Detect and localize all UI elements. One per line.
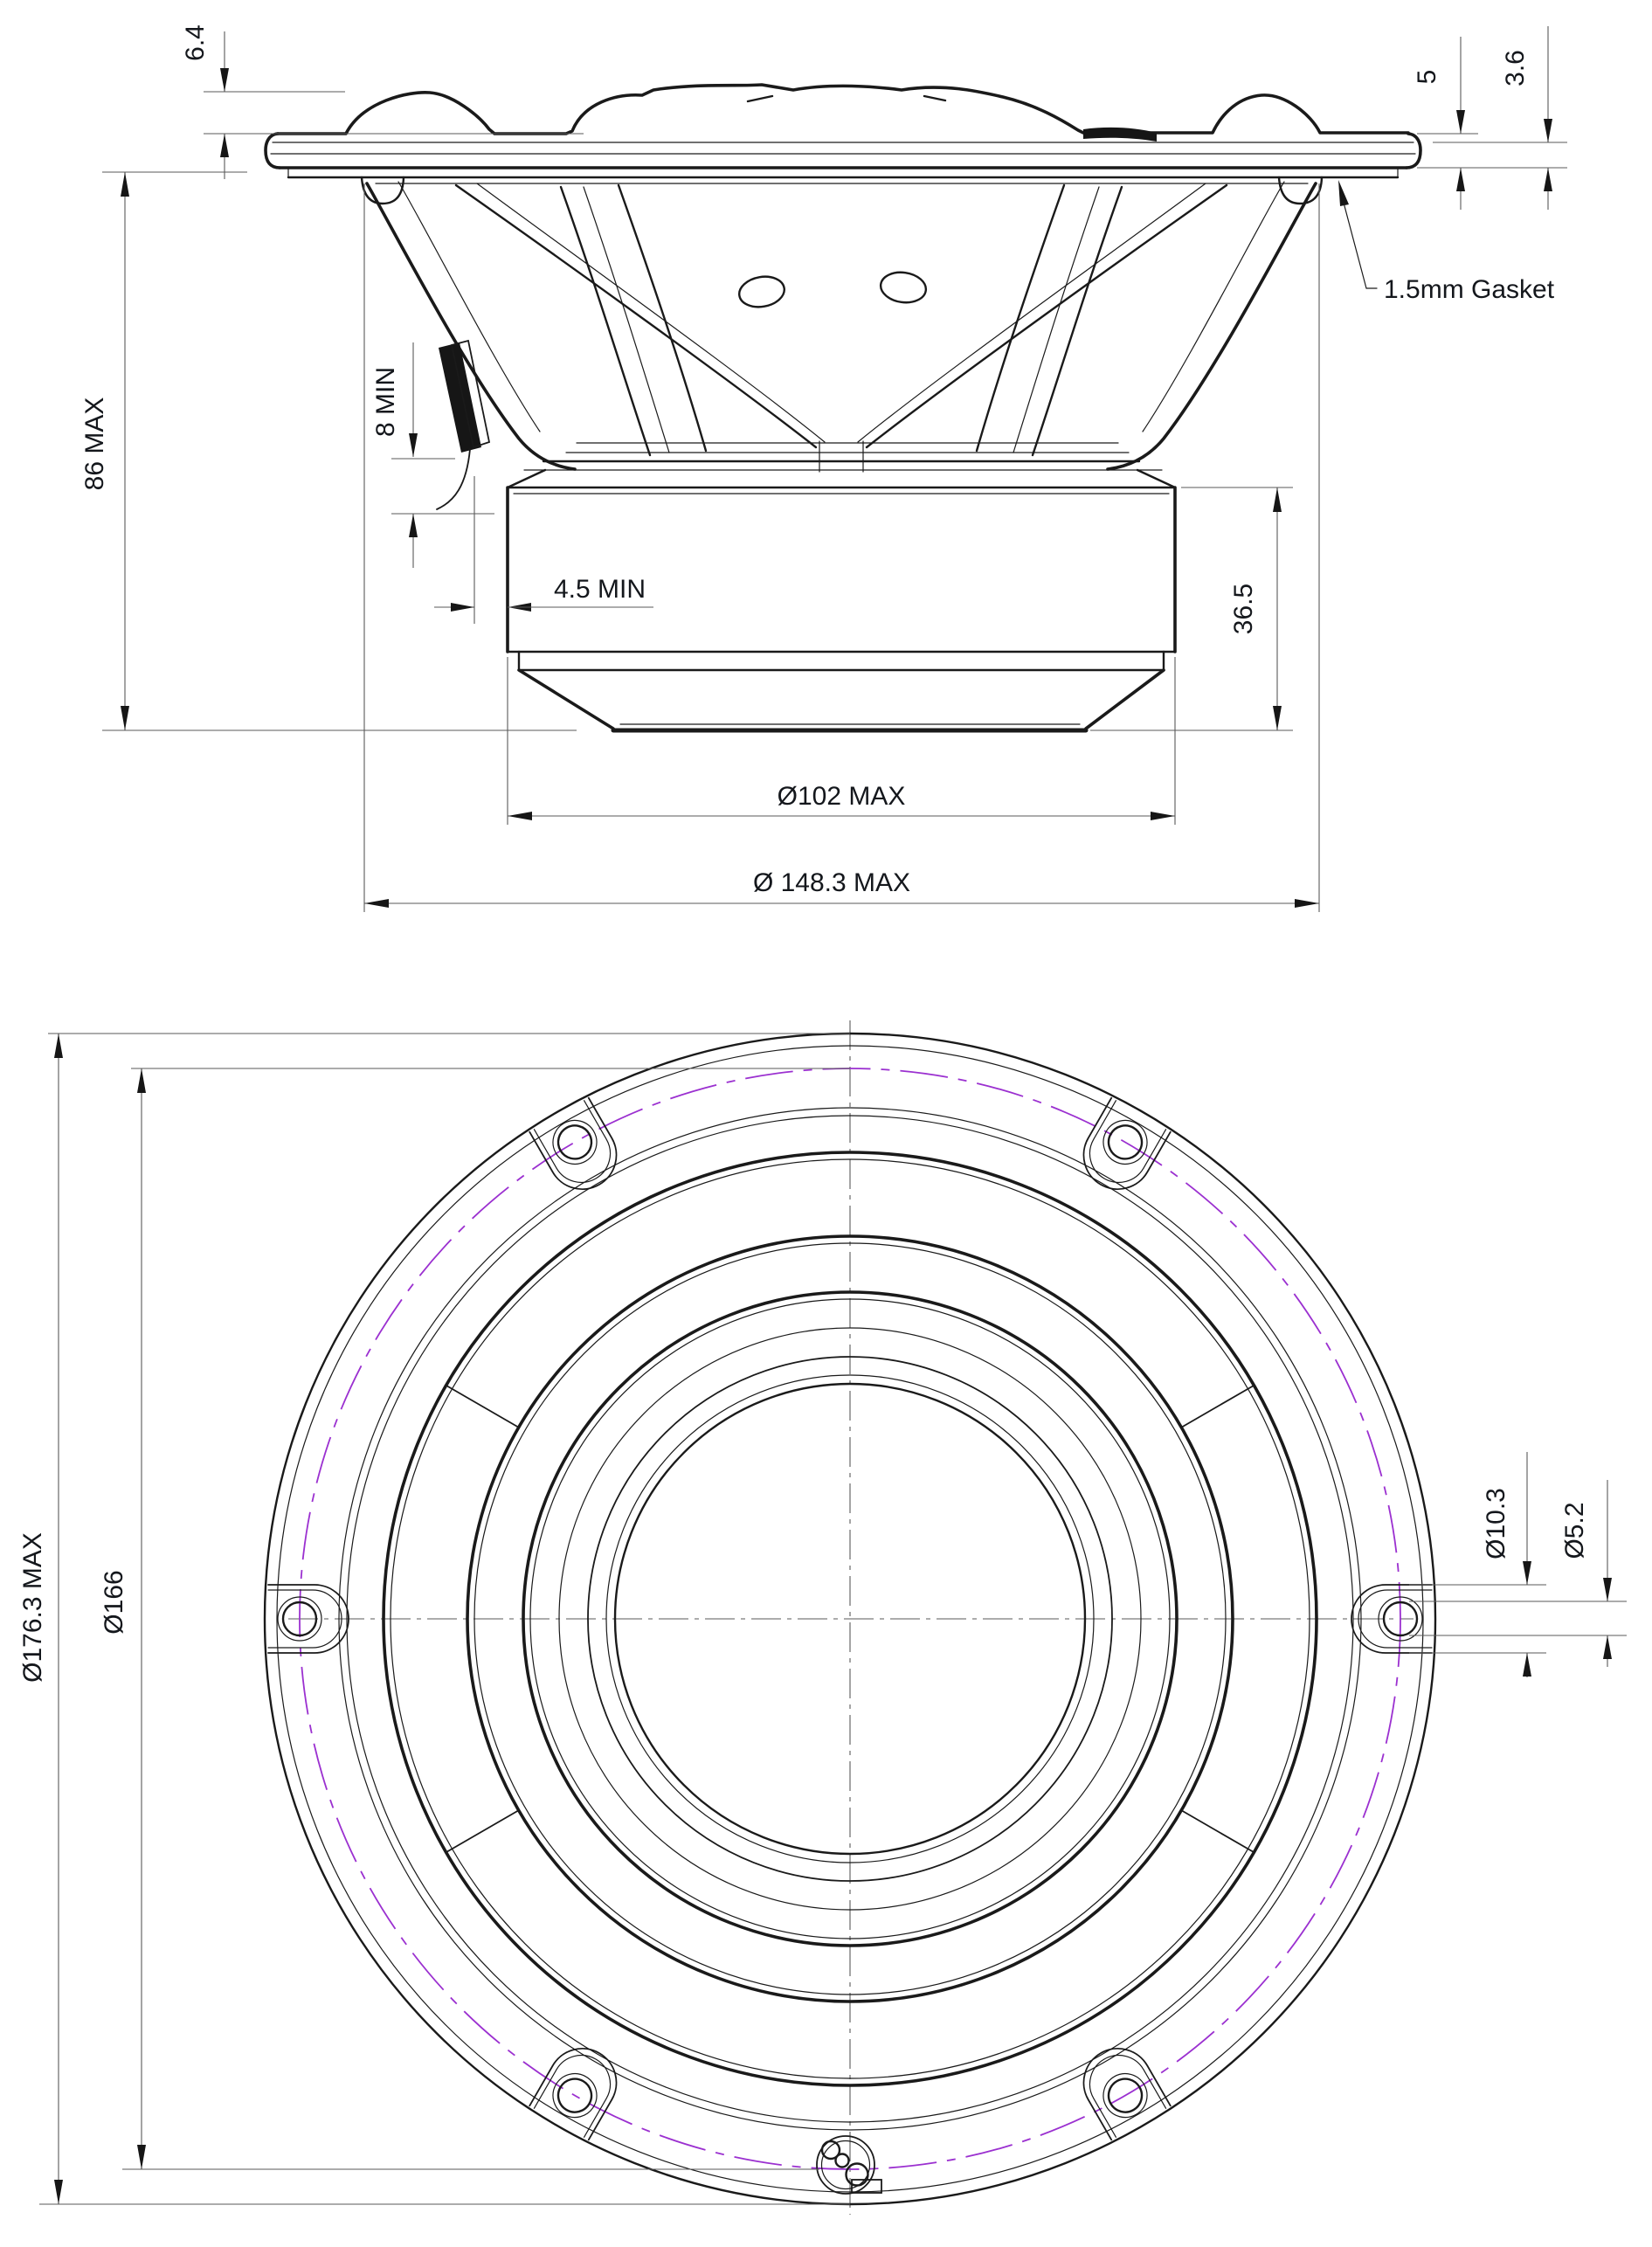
gasket-note-label: 1.5mm Gasket bbox=[1384, 275, 1555, 304]
dim-magnet-clearance: 4.5 MIN bbox=[434, 476, 653, 624]
dim-flange-thickness: 3.6 bbox=[1417, 26, 1567, 210]
front-view: Ø176.3 MAX Ø166 Ø10.3 bbox=[18, 1020, 1627, 2215]
side-view-dimensions: 6.4 86 MAX 8 MIN bbox=[80, 24, 1567, 912]
dim-label-screw-hole-diameter: Ø5.2 bbox=[1560, 1502, 1589, 1559]
dim-label-magnet-diameter: Ø102 MAX bbox=[778, 782, 906, 811]
dim-screw-hole-diameter: Ø5.2 bbox=[1409, 1480, 1627, 1667]
side-view: 6.4 86 MAX 8 MIN bbox=[80, 24, 1567, 912]
dim-bolt-circle: Ø166 bbox=[100, 1068, 850, 2170]
front-view-dimensions: Ø176.3 MAX Ø166 Ø10.3 bbox=[18, 1033, 1627, 2205]
dim-magnet-diameter: Ø102 MAX bbox=[507, 657, 1176, 825]
dim-label-motor-height: 36.5 bbox=[1229, 584, 1258, 634]
dim-label-bolt-circle: Ø166 bbox=[100, 1570, 128, 1634]
basket bbox=[365, 181, 1317, 510]
dim-label-terminal-clearance: 8 MIN bbox=[371, 367, 400, 437]
gasket-callout: 1.5mm Gasket bbox=[1338, 180, 1555, 304]
frame-flange bbox=[264, 83, 1422, 205]
dim-label-front-stack: 5 bbox=[1413, 70, 1441, 85]
basket-spokes bbox=[446, 1385, 1255, 1853]
dust-cap bbox=[613, 1382, 1087, 1856]
magnet-assembly bbox=[506, 468, 1177, 733]
brand-emblem bbox=[816, 2135, 882, 2195]
dim-terminal-clearance: 8 MIN bbox=[371, 342, 494, 568]
dim-front-stack: 5 bbox=[1413, 37, 1478, 210]
dim-cone-protrusion: 6.4 bbox=[181, 24, 584, 179]
dim-label-overall-diameter: Ø176.3 MAX bbox=[18, 1532, 47, 1683]
dim-label-frame-diameter: Ø 148.3 MAX bbox=[753, 868, 910, 897]
dim-overall-height: 86 MAX bbox=[80, 171, 577, 731]
spider bbox=[523, 442, 1163, 471]
dim-label-pad-diameter: Ø10.3 bbox=[1482, 1488, 1510, 1559]
vent-hole bbox=[738, 275, 785, 308]
dim-pad-diameter: Ø10.3 bbox=[1409, 1452, 1546, 1677]
dim-label-overall-height: 86 MAX bbox=[80, 398, 109, 491]
dim-motor-height: 36.5 bbox=[1090, 487, 1293, 731]
gasket bbox=[287, 167, 1400, 179]
dim-overall-diameter: Ø176.3 MAX bbox=[18, 1033, 850, 2205]
terminal bbox=[436, 339, 491, 510]
dim-label-flange-thickness: 3.6 bbox=[1501, 50, 1530, 86]
dim-label-cone-protrusion: 6.4 bbox=[181, 24, 210, 61]
vent-hole bbox=[879, 271, 928, 304]
dim-frame-diameter: Ø 148.3 MAX bbox=[363, 183, 1320, 912]
dim-label-magnet-clearance: 4.5 MIN bbox=[554, 575, 646, 604]
cone-and-surround bbox=[466, 1234, 1234, 2003]
